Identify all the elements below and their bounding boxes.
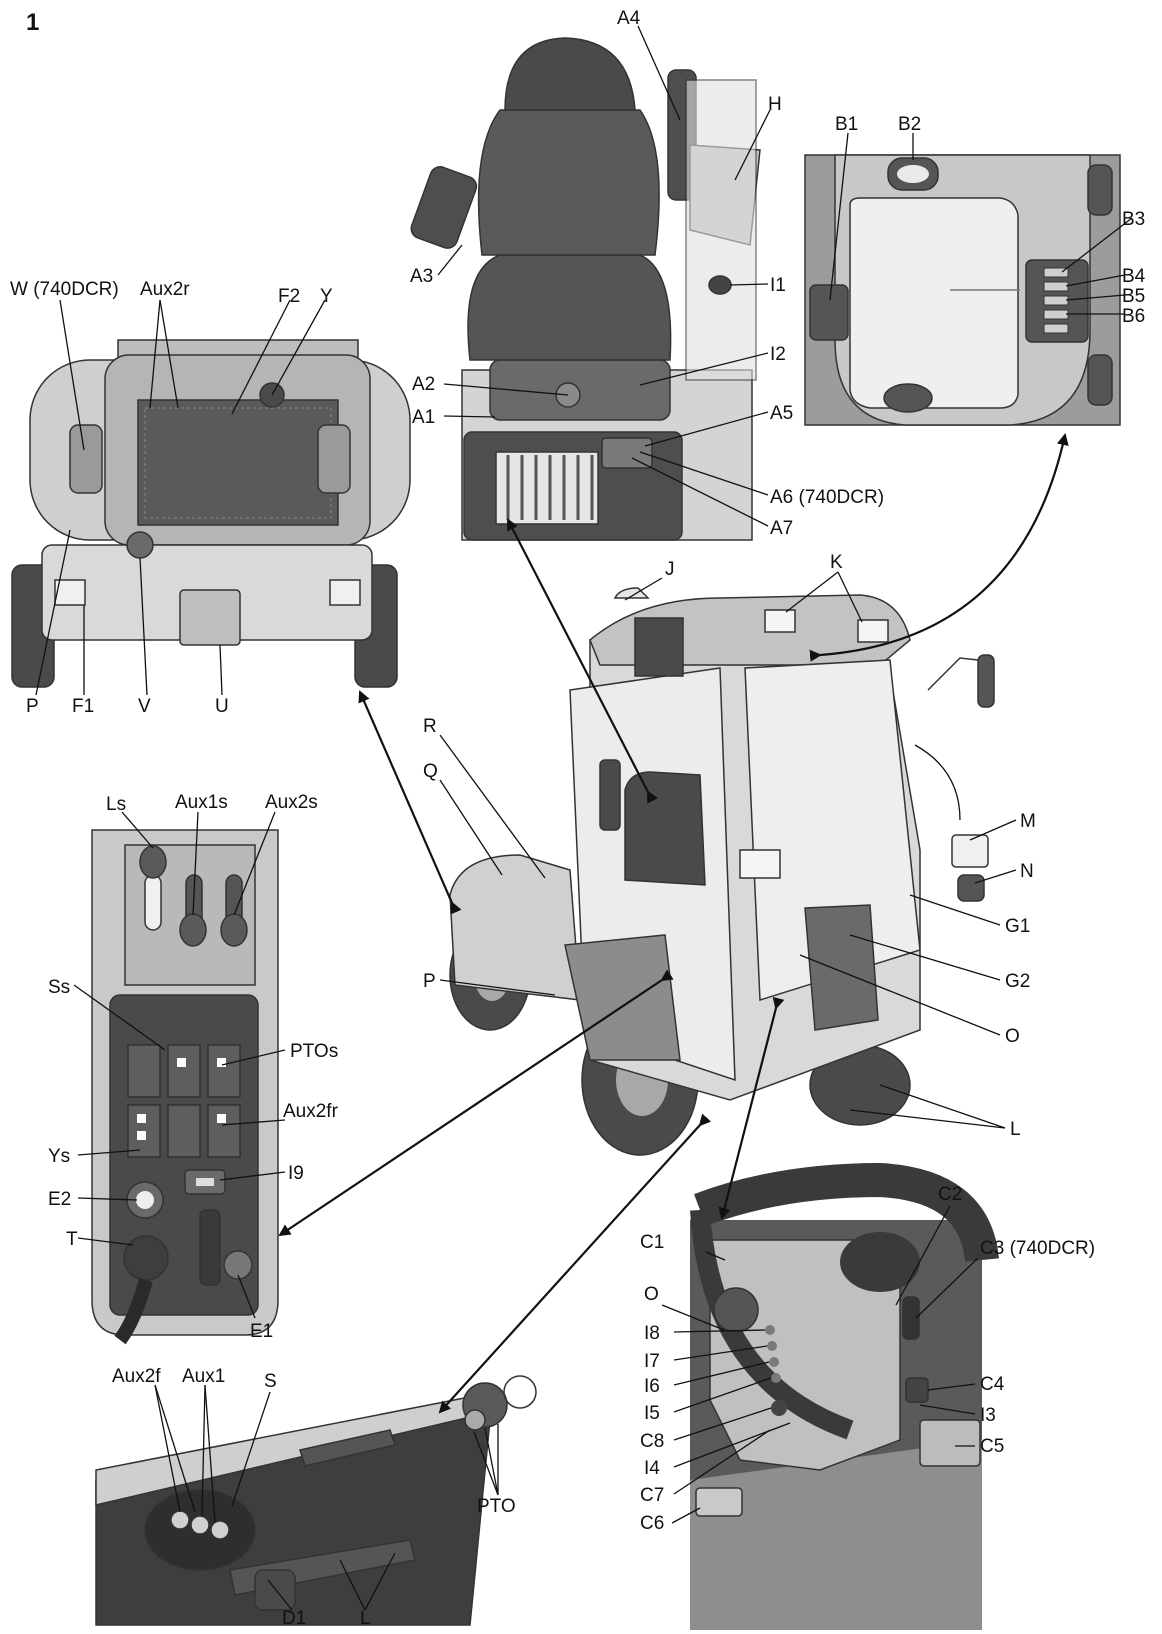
label-i6: I6: [644, 1376, 660, 1397]
label-p-machine: P: [423, 971, 436, 992]
label-i2: I2: [770, 344, 786, 365]
label-ss: Ss: [48, 977, 70, 998]
label-aux2f: Aux2f: [112, 1366, 161, 1387]
label-o-machine: O: [1005, 1026, 1020, 1047]
label-a5: A5: [770, 403, 793, 424]
connector-arrows: [278, 433, 1069, 1414]
label-i8: I8: [644, 1323, 660, 1344]
label-c5: C5: [980, 1436, 1004, 1457]
label-o-dashboard: O: [644, 1284, 659, 1305]
label-j: J: [665, 559, 675, 580]
rear-view-illustration: [11, 339, 411, 688]
label-a2: A2: [412, 374, 435, 395]
label-aux2s: Aux2s: [265, 792, 318, 813]
label-ls: Ls: [106, 794, 126, 815]
label-g1: G1: [1005, 916, 1030, 937]
label-l-machine: L: [1010, 1119, 1021, 1140]
label-aux1: Aux1: [182, 1366, 225, 1387]
label-d1: D1: [282, 1608, 306, 1629]
label-w-740dcr: W (740DCR): [10, 279, 119, 300]
label-aux1s: Aux1s: [175, 792, 228, 813]
label-b1: B1: [835, 114, 858, 135]
label-b2: B2: [898, 114, 921, 135]
label-c1: C1: [640, 1232, 664, 1253]
label-c6: C6: [640, 1513, 664, 1534]
roof-hatch-illustration: [804, 154, 1121, 426]
label-y: Y: [320, 286, 333, 307]
label-b6: B6: [1122, 306, 1145, 327]
seat-view-callouts: [437, 25, 771, 527]
label-pto: PTO: [477, 1496, 516, 1517]
arrow-dashboard-to-machine: [718, 996, 785, 1220]
label-p-rear: P: [26, 696, 39, 717]
label-m: M: [1020, 811, 1036, 832]
label-c3-740dcr: C3 (740DCR): [980, 1238, 1095, 1259]
label-c8: C8: [640, 1431, 664, 1452]
arrow-linkage-to-machine: [438, 1113, 712, 1414]
label-h: H: [768, 94, 782, 115]
label-n: N: [1020, 861, 1034, 882]
arrow-rear-to-machine: [358, 690, 462, 915]
dashboard-illustration: [690, 1162, 999, 1630]
label-i1: I1: [770, 275, 786, 296]
arrow-roof-to-machine: [809, 433, 1069, 662]
front-linkage-illustration: [95, 1375, 537, 1626]
label-e1: E1: [250, 1321, 273, 1342]
label-u: U: [215, 696, 229, 717]
label-aux2fr: Aux2fr: [283, 1101, 339, 1122]
label-i7: I7: [644, 1351, 660, 1372]
label-l-linkage: L: [360, 1608, 371, 1629]
label-ys: Ys: [48, 1146, 70, 1167]
seat-view-illustration: [410, 37, 761, 541]
label-a6-740dcr: A6 (740DCR): [770, 487, 884, 508]
label-c7: C7: [640, 1485, 664, 1506]
label-ptos: PTOs: [290, 1041, 338, 1062]
label-s: S: [264, 1371, 277, 1392]
arrow-panel-to-machine: [278, 969, 674, 1237]
label-k: K: [830, 552, 843, 573]
label-i3: I3: [980, 1405, 996, 1426]
label-a4: A4: [617, 8, 641, 29]
label-b4: B4: [1122, 266, 1146, 287]
rear-view-callouts: [35, 299, 326, 696]
label-c4: C4: [980, 1374, 1005, 1395]
label-i5: I5: [644, 1403, 660, 1424]
label-a7: A7: [770, 518, 793, 539]
label-i9: I9: [288, 1163, 304, 1184]
label-q: Q: [423, 761, 438, 782]
arrow-seat-to-machine: [507, 518, 658, 804]
label-g2: G2: [1005, 971, 1030, 992]
label-aux2r: Aux2r: [140, 279, 190, 300]
label-b5: B5: [1122, 286, 1145, 307]
control-panel-illustration: [91, 829, 279, 1345]
label-t: T: [66, 1229, 78, 1250]
control-panel-callouts: [73, 811, 286, 1319]
label-c2: C2: [938, 1184, 962, 1205]
roof-hatch-callouts: [829, 132, 1133, 315]
label-e2: E2: [48, 1189, 71, 1210]
machine-illustration: [449, 587, 995, 1156]
label-a3: A3: [410, 266, 433, 287]
label-f1: F1: [72, 696, 94, 717]
label-a1: A1: [412, 407, 435, 428]
label-b3: B3: [1122, 209, 1145, 230]
label-f2: F2: [278, 286, 300, 307]
label-i4: I4: [644, 1458, 660, 1479]
label-v: V: [138, 696, 151, 717]
figure-number: 1: [26, 9, 39, 36]
label-r: R: [423, 716, 437, 737]
front-linkage-callouts: [154, 1384, 499, 1611]
